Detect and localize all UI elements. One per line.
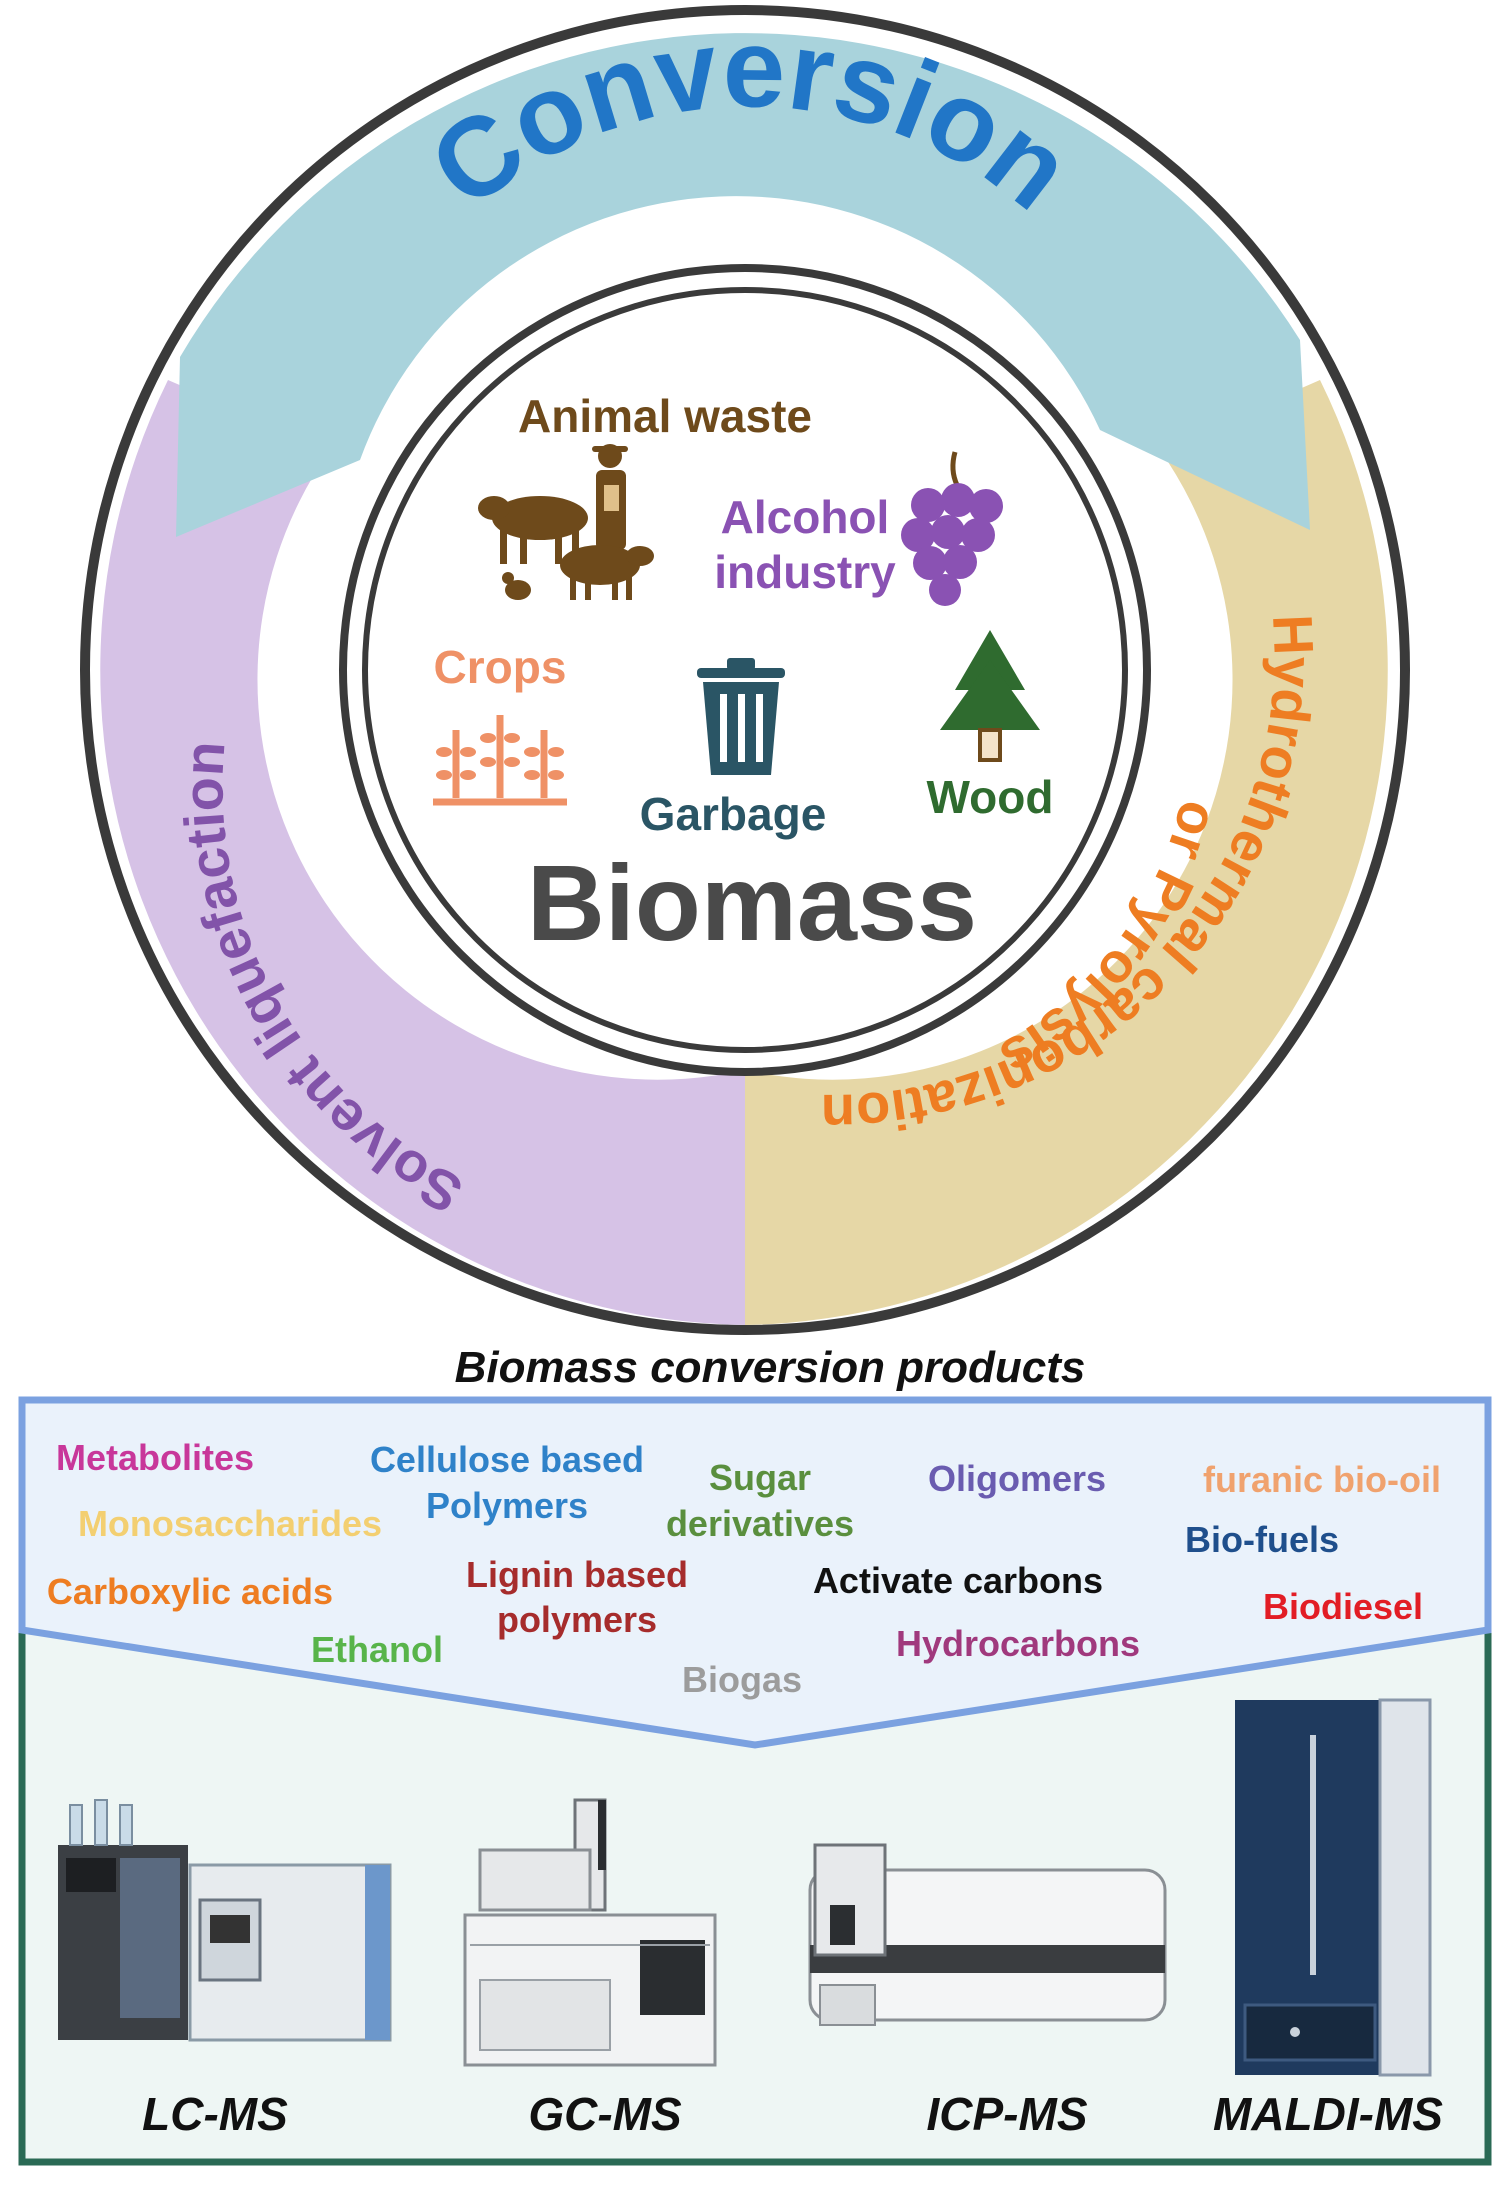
product-hydrocarbons: Hydrocarbons xyxy=(896,1623,1140,1664)
product-sugar-derivatives-line-1: Sugar xyxy=(709,1457,811,1498)
product-biogas: Biogas xyxy=(682,1659,802,1700)
segment-hydrothermal xyxy=(745,380,1388,1325)
grapes-icon xyxy=(901,451,1003,606)
biomass-center-title: Biomass xyxy=(527,842,977,963)
icp-ms-instrument-icon xyxy=(808,1843,1167,2026)
product-monosaccharides: Monosaccharides xyxy=(78,1503,382,1544)
product-bio-fuels: Bio-fuels xyxy=(1185,1519,1339,1560)
product-biodiesel: Biodiesel xyxy=(1263,1586,1423,1627)
instrument-icp-ms-label: ICP-MS xyxy=(927,2088,1088,2140)
product-cellulose-polymers-line-2: Polymers xyxy=(426,1485,588,1526)
conversion-wheel: Conversion Hydrothermal carbonization or… xyxy=(80,5,1410,1335)
gc-ms-instrument-icon xyxy=(463,1798,717,2067)
product-cellulose-polymers-line-1: Cellulose based xyxy=(370,1439,644,1480)
products-title: Biomass conversion products xyxy=(455,1343,1086,1392)
product-activate-carbons: Activate carbons xyxy=(813,1560,1103,1601)
maldi-ms-instrument-icon xyxy=(1235,1698,1432,2077)
source-crops-label: Crops xyxy=(434,641,567,693)
product-metabolites: Metabolites xyxy=(56,1437,254,1478)
tree-icon xyxy=(940,630,1040,762)
product-lignin-polymers-line-1: Lignin based xyxy=(466,1554,688,1595)
crops-icon xyxy=(433,715,567,806)
trash-can-icon xyxy=(697,658,785,775)
instrument-maldi-ms-label: MALDI-MS xyxy=(1213,2088,1443,2140)
source-garbage-label: Garbage xyxy=(640,788,827,840)
livestock-farmer-icon xyxy=(478,444,654,600)
products-box: Metabolites Monosaccharides Carboxylic a… xyxy=(18,1396,1492,1749)
source-animal-waste-label: Animal waste xyxy=(518,390,812,442)
products-box-frame xyxy=(18,1396,1492,1749)
segment-solvent-liquefaction xyxy=(100,380,746,1325)
product-furanic-bio-oil: furanic bio-oil xyxy=(1203,1459,1441,1500)
product-oligomers: Oligomers xyxy=(928,1458,1106,1499)
product-carboxylic-acids: Carboxylic acids xyxy=(47,1571,333,1612)
lc-ms-instrument-icon xyxy=(58,1799,392,2042)
segment-conversion-arrow xyxy=(176,33,1310,537)
instrument-gc-ms-label: GC-MS xyxy=(528,2088,682,2140)
instrument-lc-ms-label: LC-MS xyxy=(142,2088,288,2140)
source-wood-label: Wood xyxy=(927,771,1054,823)
product-lignin-polymers-line-2: polymers xyxy=(497,1599,657,1640)
product-sugar-derivatives-line-2: derivatives xyxy=(666,1503,854,1544)
product-ethanol: Ethanol xyxy=(311,1629,443,1670)
source-alcohol-industry-label-line-2: industry xyxy=(714,546,896,598)
source-alcohol-industry-label-line-1: Alcohol xyxy=(721,491,890,543)
